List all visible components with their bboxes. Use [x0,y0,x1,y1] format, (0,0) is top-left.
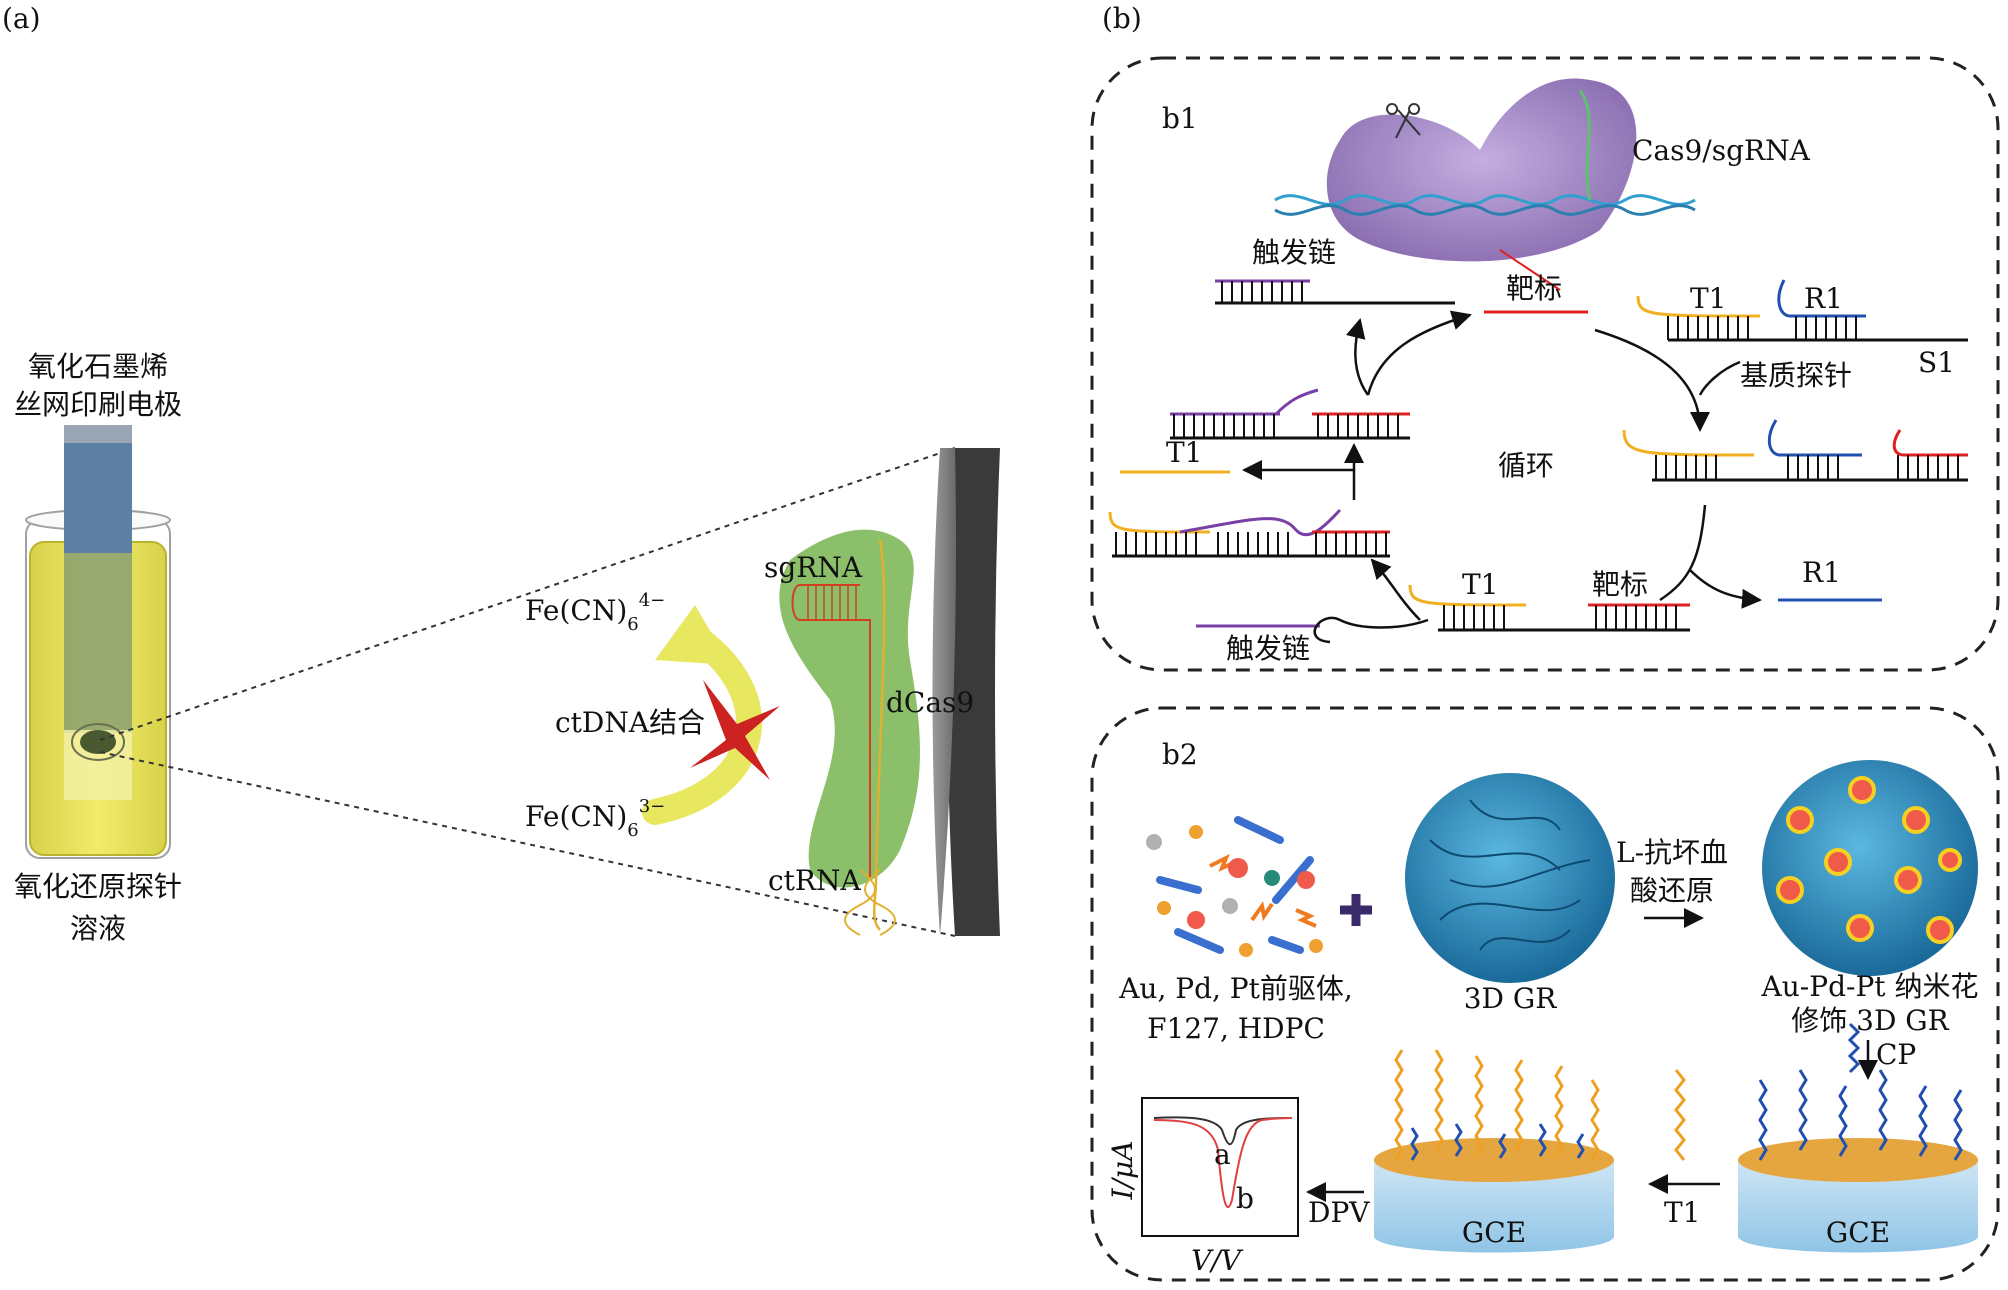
split-arrow-trigger [1345,318,1370,396]
dpv-y-axis-label: I/μA [1106,1141,1139,1201]
trigger-top-label: 触发链 [1252,236,1336,269]
duplex-bottom [1408,584,1690,632]
substrate-probe-top [1636,279,1968,342]
gce-left [1374,1049,1614,1253]
cycle-arrow-right [1594,328,1710,432]
t1-top-label: T1 [1690,282,1727,315]
substrate-probe-label: 基质探针 [1740,359,1852,392]
reduce-label-line1: L-抗坏血 [1616,836,1728,869]
to-left-duplex-arrow [1370,558,1421,621]
electrode-disc [932,448,1000,936]
fe-top-label: Fe(CN)64− [525,590,665,635]
ctrna-strand [873,539,886,931]
precursor-label-line1: Au, Pd, Pt前驱体, [1118,972,1353,1005]
ctdna-binding-label: ctDNA结合 [555,706,705,739]
t1-bottom-label: T1 [1462,568,1499,601]
dpv-label: DPV [1308,1196,1370,1229]
working-electrode-spot [80,730,116,754]
duplex-middle-right [1622,419,1968,482]
zoom-line-top [99,447,956,741]
b2-label: b2 [1162,738,1198,771]
sgrna-hairpin [791,584,860,621]
ctrna-helix-a [844,869,876,936]
b1-box [1090,56,2000,672]
s1-label: S1 [1918,346,1955,379]
scissors-icon [1386,103,1421,139]
gce-left-label: GCE [1462,1216,1526,1249]
panel-b-label: (b) [1102,2,1142,35]
reduce-label-line2: 酸还原 [1630,874,1714,907]
solution-label-line2: 溶液 [70,912,126,945]
release-arrow [1659,504,1707,602]
cp-label: CP [1876,1038,1916,1071]
t1-b2-label: T1 [1664,1196,1701,1229]
plus-icon [1340,894,1372,926]
dpv-plot [1141,1097,1299,1237]
release-t1-arrow [1242,460,1356,500]
precursor-label-line2: F127, HDPC [1147,1012,1325,1045]
nanoflower-gr-sphere [1762,760,1978,976]
gce-right-label: GCE [1826,1216,1890,1249]
ctrna-helix-b [864,869,896,936]
electrode-submerged [64,553,132,733]
dpv-curve-a-label: a [1214,1138,1231,1171]
nanoflower-label-line2: 修饰 3D GR [1791,1004,1949,1037]
dcas9-label: dCas9 [886,686,974,719]
split-arrow-target [1366,310,1472,396]
working-electrode-ring [71,723,125,761]
t1-left-label: T1 [1166,436,1203,469]
fe-bottom-label: Fe(CN)63− [525,796,665,841]
solution-label-line1: 氧化还原探针 [14,870,182,903]
probe-join-arrow [1698,360,1741,396]
electrode-label-line1: 氧化石墨烯 [28,350,168,383]
gce-right [1738,1069,1978,1253]
r1-bottom-label: R1 [1802,556,1841,589]
nanoflower-label-line1: Au-Pd-Pt 纳米花 [1761,970,1979,1003]
b2-box [1090,706,2000,1282]
electrode-label-line2: 丝网印刷电极 [14,388,182,421]
electrode-body [64,443,132,553]
ctrna-label: ctRNA [768,864,862,897]
sgrna-rungs [807,586,857,619]
trigger-bottom-label: 触发链 [1226,632,1310,665]
target-bottom-label: 靶标 [1592,568,1648,601]
precursor-particles [1146,816,1323,957]
b1-label: b1 [1162,102,1198,135]
dpv-curve-a [1153,1116,1293,1146]
gr-label: 3D GR [1464,982,1558,1015]
target-top-label: 靶标 [1506,272,1562,305]
sgrna-label: sgRNA [764,551,863,584]
cycle-label: 循环 [1498,449,1554,482]
gr-sphere [1405,773,1615,983]
duplex-left-upper [1170,388,1410,440]
trigger-join-arrow [1313,616,1429,644]
electrode-beaker [25,425,171,859]
panel-a-label: (a) [2,2,41,35]
electrode-top-band [64,425,132,445]
cas9-to-target-pointer [1499,249,1561,291]
r1-release-arrow [1689,569,1762,609]
dpv-x-axis-label: V/V [1191,1244,1244,1277]
redox-arrow-head [655,605,730,665]
sgrna-strand [860,619,871,880]
trigger-duplex-top [1215,279,1455,305]
dpv-curve-b [1153,1117,1293,1208]
duplex-left-lower [1108,508,1390,558]
cas9-dna-helix [1274,194,1696,206]
blocked-cross-icon [690,680,780,780]
cas9-label: Cas9/sgRNA [1632,134,1811,167]
cas9-sgrna-complex [1274,78,1696,262]
dpv-curve-b-label: b [1236,1182,1254,1215]
dcas9-complex [779,529,920,936]
r1-top-label: R1 [1804,282,1843,315]
t1-strand-b2 [1674,1069,1686,1161]
